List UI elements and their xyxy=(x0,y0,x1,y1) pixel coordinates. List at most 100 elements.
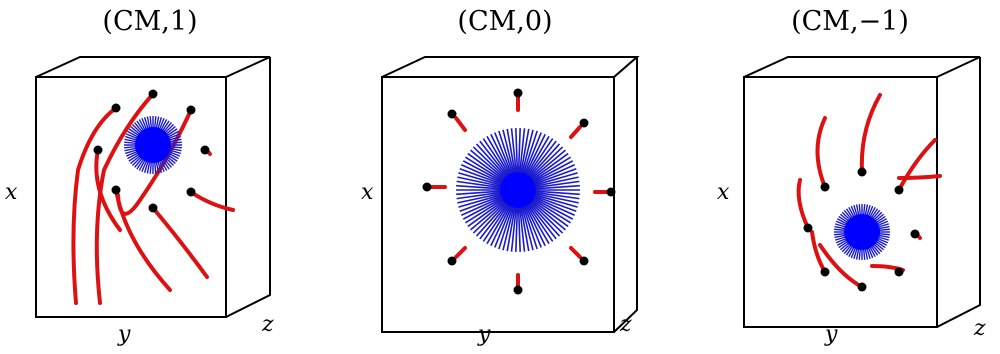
field-spike xyxy=(510,128,518,179)
field-spike xyxy=(461,164,508,186)
field-spike xyxy=(528,160,574,186)
field-spike xyxy=(482,199,512,242)
panel-cm-minus-1: (CM,−1) x y z xyxy=(700,0,1000,354)
field-spike xyxy=(523,135,550,181)
field-spike xyxy=(520,201,538,250)
field-spike xyxy=(457,176,507,189)
field-spike xyxy=(526,197,564,234)
core xyxy=(500,172,536,208)
field-spike xyxy=(526,149,567,183)
field-spike xyxy=(522,133,546,180)
field-spike xyxy=(521,132,542,180)
field-spike xyxy=(515,128,519,179)
field-spike xyxy=(529,184,580,190)
axis-label-z: z xyxy=(620,312,632,337)
particles xyxy=(803,167,920,292)
axis-label-y: y xyxy=(118,322,131,347)
field-spike xyxy=(506,128,517,179)
field-spike xyxy=(494,200,515,248)
panel-title: (CM,1) xyxy=(102,6,198,37)
field-spike xyxy=(456,190,507,200)
field-spike xyxy=(522,200,546,247)
field-spike xyxy=(529,176,579,189)
field-spike xyxy=(506,201,517,252)
field-spike xyxy=(527,156,572,185)
field-spike xyxy=(456,180,507,190)
panel-title: (CM,0) xyxy=(457,6,553,37)
field-spike xyxy=(458,192,507,208)
field-spike xyxy=(529,190,580,196)
field-spike xyxy=(519,128,530,179)
field-spike xyxy=(520,130,538,179)
cube-frame xyxy=(35,56,271,318)
field-spike xyxy=(525,143,561,182)
cube-diagram xyxy=(743,56,981,328)
field-spike xyxy=(515,201,519,252)
field-spike xyxy=(472,146,510,183)
field-spike xyxy=(527,196,569,228)
field-spike xyxy=(517,128,521,179)
field-spike xyxy=(475,198,511,237)
field-spike xyxy=(529,180,580,190)
field-spike xyxy=(529,191,579,204)
field-spike xyxy=(498,201,516,250)
cube-diagram xyxy=(381,56,640,333)
panel-title: (CM,−1) xyxy=(791,6,909,37)
field-spike xyxy=(524,138,554,181)
axis-label-x: x xyxy=(361,180,374,205)
field-spike xyxy=(469,197,510,231)
panel-cm-1: (CM,1) x y z xyxy=(0,0,300,354)
field-spike xyxy=(479,140,512,182)
field-spike xyxy=(469,149,510,183)
field-spike xyxy=(475,143,511,182)
field-spike xyxy=(462,194,508,220)
field-spike xyxy=(519,201,530,252)
field-spike xyxy=(490,200,514,247)
axis-label-x: x xyxy=(717,180,730,205)
field-spike xyxy=(526,146,564,183)
field-spike xyxy=(482,138,512,181)
field-spike xyxy=(518,201,526,252)
core xyxy=(844,214,880,250)
field-spike xyxy=(464,195,509,224)
field-spike xyxy=(529,192,578,208)
trajectories xyxy=(71,92,235,305)
axis-label-z: z xyxy=(974,316,986,341)
axis-label-z: z xyxy=(262,312,274,337)
field-spike xyxy=(502,129,516,179)
field-spike xyxy=(467,152,509,184)
field-spike xyxy=(517,201,521,252)
field-spike xyxy=(510,201,518,252)
field-spike xyxy=(486,135,513,181)
axis-label-x: x xyxy=(5,180,18,205)
panel-cm-0: (CM,0) x y z xyxy=(355,0,655,354)
cube-diagram xyxy=(35,56,271,318)
field-spike xyxy=(502,201,516,251)
field-spike xyxy=(520,201,534,251)
field-spike xyxy=(529,190,580,200)
field-spike xyxy=(520,129,534,179)
field-spike xyxy=(524,140,557,182)
axis-label-y: y xyxy=(825,322,838,347)
field-spike xyxy=(479,198,512,240)
field-spikes xyxy=(456,128,580,252)
field-spike xyxy=(529,193,577,212)
core xyxy=(135,127,171,163)
field-spike xyxy=(523,199,550,245)
trajectories xyxy=(796,93,942,289)
field-spike xyxy=(486,199,513,245)
field-spike xyxy=(525,198,561,237)
field-spike xyxy=(457,191,507,204)
field-spike xyxy=(498,130,516,179)
field-spike xyxy=(529,172,578,188)
axis-label-y: y xyxy=(478,322,491,347)
field-spike xyxy=(472,197,510,234)
field-spike xyxy=(529,168,577,187)
field-spike xyxy=(494,132,515,180)
field-spike xyxy=(528,164,575,186)
field-spike xyxy=(527,195,572,224)
cube-frame xyxy=(743,56,981,328)
field-spike xyxy=(524,198,557,240)
particles xyxy=(93,89,210,213)
field-spike xyxy=(527,152,569,184)
